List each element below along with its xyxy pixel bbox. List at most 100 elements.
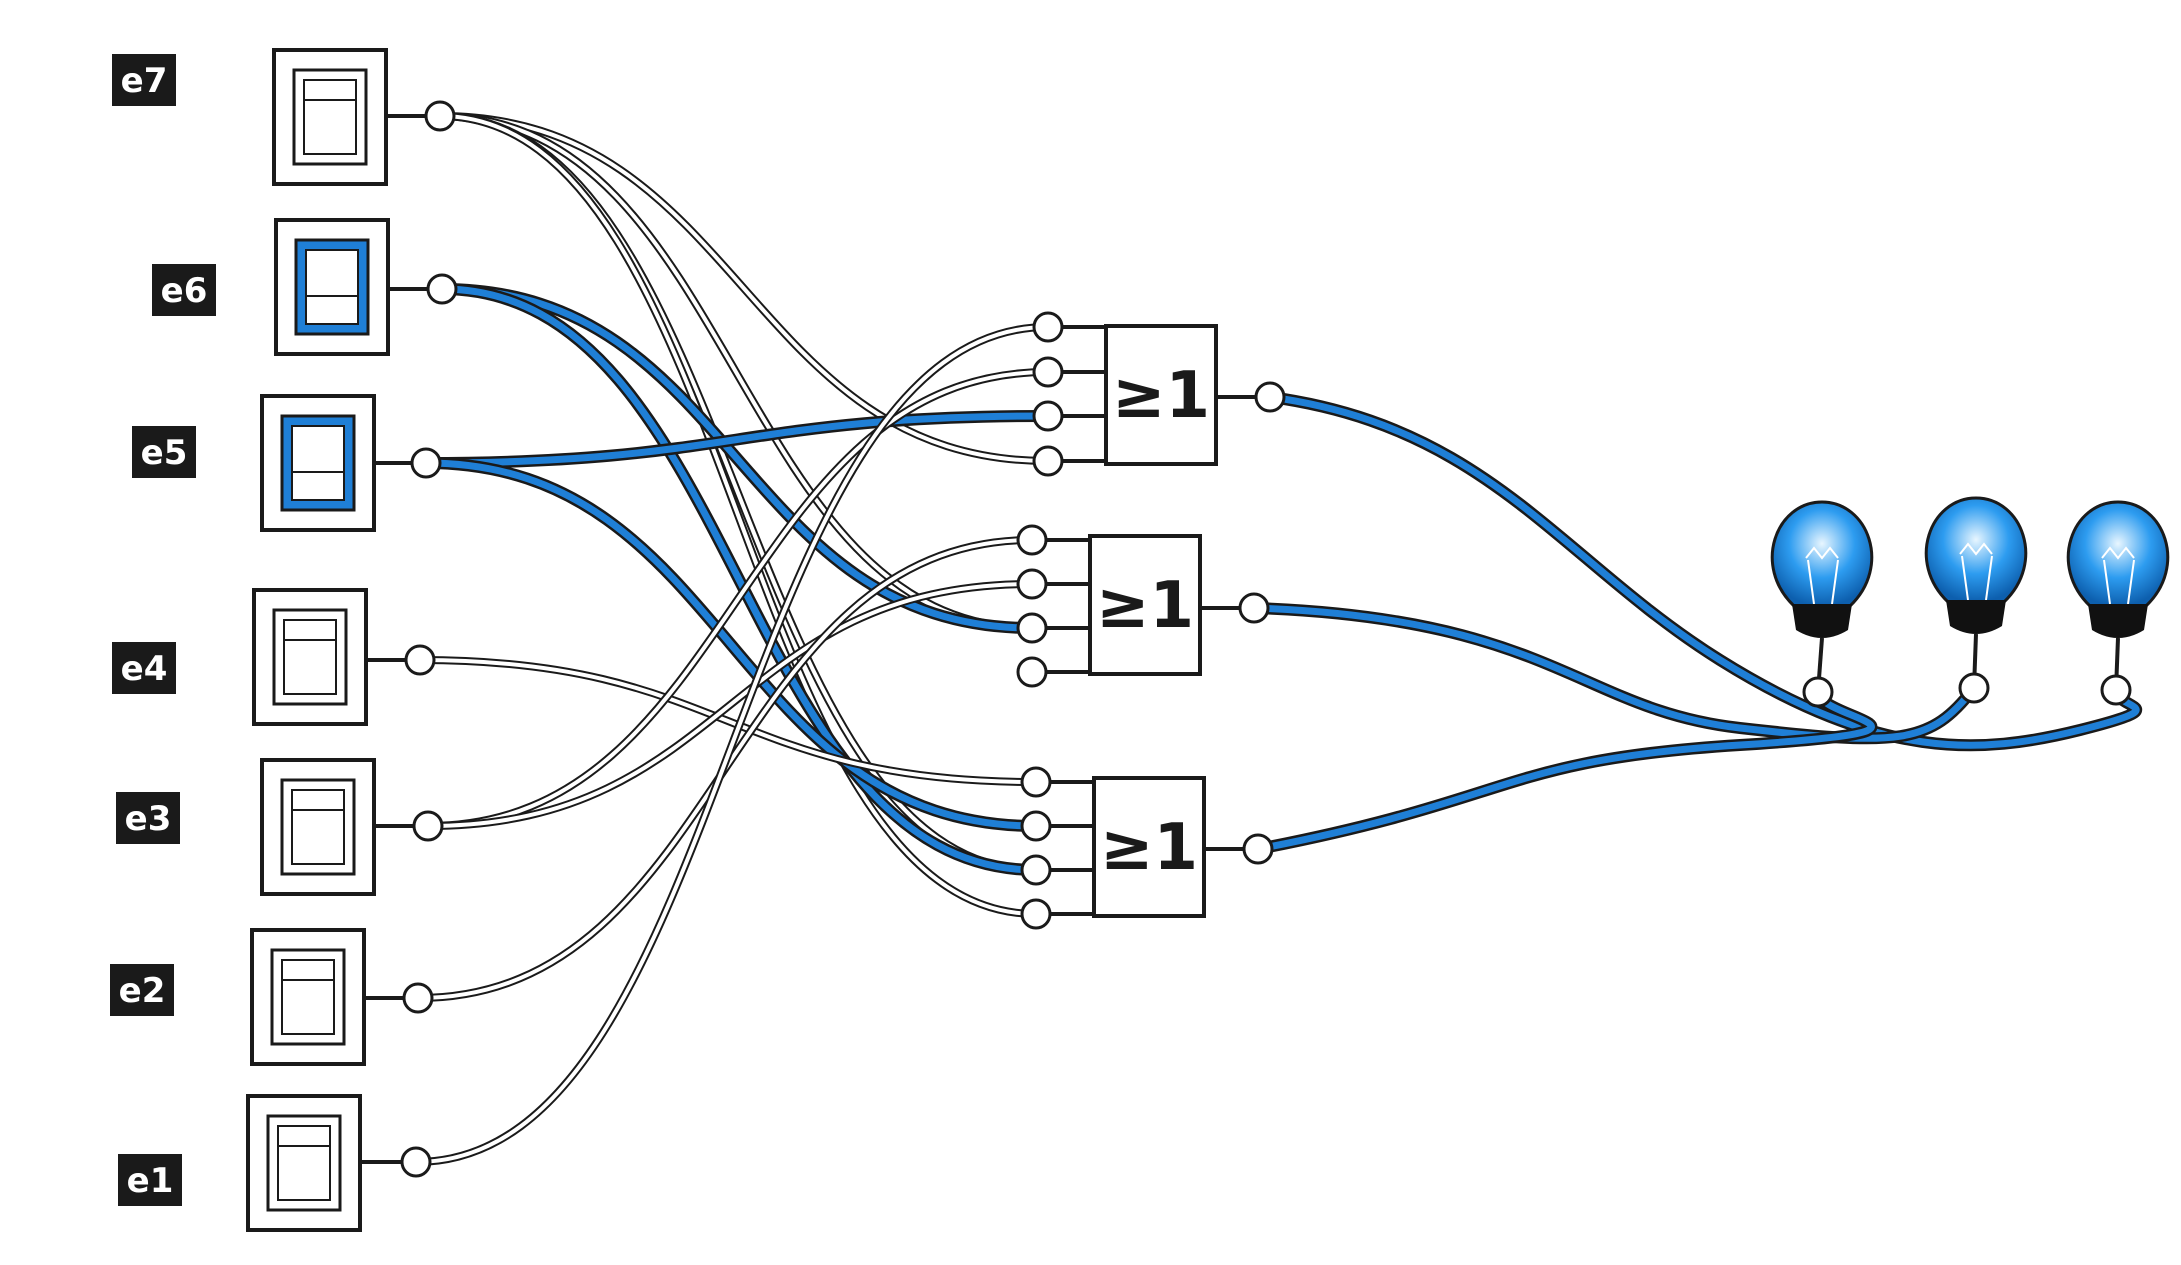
switch-e6[interactable]: e6 <box>152 218 442 356</box>
gate-symbol: ≥1 <box>1100 811 1198 885</box>
light-bulb-3 <box>2066 500 2170 691</box>
gate-input-pin[interactable] <box>1032 400 1064 432</box>
pins-layer <box>400 100 2132 1178</box>
switch-rocker[interactable] <box>303 79 357 155</box>
switch-label: e4 <box>121 649 168 689</box>
switch-e2[interactable]: e2 <box>110 928 418 1066</box>
switch-e5[interactable]: e5 <box>132 394 426 532</box>
wires-layer <box>412 112 2143 1166</box>
output-wire-gate3 <box>1252 686 1878 855</box>
gate-input-pin[interactable] <box>1016 612 1048 644</box>
gate-body <box>1104 324 1218 466</box>
wire-core <box>1266 393 2140 749</box>
wire-core <box>438 285 1040 874</box>
switch-e3[interactable]: e3 <box>116 758 428 896</box>
switch-output-pin[interactable] <box>426 273 458 305</box>
or-gate-1: ≥1 <box>1104 324 1218 466</box>
input-wire-e6-gate3 <box>436 283 1042 876</box>
gate-input-pin[interactable] <box>1020 854 1052 886</box>
switch-label-box <box>116 792 180 844</box>
wire-core <box>418 658 1038 784</box>
bulb-glass <box>2066 500 2170 608</box>
gate-body <box>1088 534 1202 676</box>
switch-label-box <box>112 54 176 106</box>
switch-label: e6 <box>161 271 208 311</box>
switch-e7[interactable]: e7 <box>112 48 440 186</box>
switch-output-pin[interactable] <box>402 982 434 1014</box>
switch-output-pin[interactable] <box>412 810 444 842</box>
switch-rocker[interactable] <box>277 1125 331 1201</box>
switch-rocker[interactable] <box>305 249 359 325</box>
switch-label-box <box>152 264 216 316</box>
wire-core <box>1250 604 1978 742</box>
gate-output-pin[interactable] <box>1254 381 1286 413</box>
gate-input-pin[interactable] <box>1016 524 1048 556</box>
wire-core <box>422 459 1040 830</box>
bulb-glass <box>1770 500 1874 608</box>
bulb-input-pin[interactable] <box>1958 672 1990 704</box>
bulb-base <box>1792 604 1852 638</box>
bulb-input-pin[interactable] <box>1802 676 1834 708</box>
input-wire-e6-gate2 <box>436 283 1038 634</box>
input-wire-e1-gate1 <box>412 323 1052 1166</box>
switch-output-pin[interactable] <box>424 100 456 132</box>
wire-core <box>438 114 1038 916</box>
switch-label-box <box>118 1154 182 1206</box>
gate-input-pin[interactable] <box>1032 311 1064 343</box>
switch-rocker[interactable] <box>281 959 335 1035</box>
gate-input-pin[interactable] <box>1020 898 1052 930</box>
wire-core <box>414 325 1050 1164</box>
switch-label-box <box>132 426 196 478</box>
wire-core <box>438 114 1050 463</box>
switch-label: e7 <box>121 61 168 101</box>
output-wire-gate1 <box>1264 391 2143 752</box>
light-bulb-1 <box>1770 500 1874 693</box>
wire-core <box>422 412 1052 467</box>
bulb-filament <box>1959 542 1993 601</box>
gate-input-pin[interactable] <box>1016 656 1048 688</box>
switch-label: e5 <box>141 433 188 473</box>
switch-label: e2 <box>119 971 166 1011</box>
input-wire-e7-gate3 <box>436 112 1040 918</box>
wire-core <box>426 370 1050 828</box>
bulb-filament <box>1805 546 1839 605</box>
input-wire-e7-gate1 <box>436 112 1052 465</box>
switch-e4[interactable]: e4 <box>112 588 420 726</box>
or-gate-3: ≥1 <box>1092 776 1206 918</box>
bulb-glass <box>1924 496 2028 604</box>
gate-input-pin[interactable] <box>1016 568 1048 600</box>
bulb-base <box>1946 600 2006 634</box>
switch-label: e1 <box>127 1161 174 1201</box>
output-wire-gate2 <box>1248 602 1980 745</box>
switch-rocker[interactable] <box>291 425 345 501</box>
bulb-filament <box>2101 546 2135 605</box>
wire-core <box>438 114 1038 872</box>
switch-label-box <box>110 964 174 1016</box>
gate-input-pin[interactable] <box>1032 445 1064 477</box>
switch-output-pin[interactable] <box>400 1146 432 1178</box>
switch-label: e3 <box>125 799 172 839</box>
gate-output-pin[interactable] <box>1238 592 1270 624</box>
gate-input-pin[interactable] <box>1020 766 1052 798</box>
switch-e1[interactable]: e1 <box>118 1094 416 1232</box>
switch-label-box <box>112 642 176 694</box>
bulb-input-pin[interactable] <box>2100 674 2132 706</box>
wire-core <box>438 285 1036 632</box>
switch-rocker[interactable] <box>283 619 337 695</box>
input-wire-e4-gate3 <box>416 656 1040 786</box>
input-wire-e3-gate2 <box>424 580 1036 830</box>
bulb-base <box>2088 604 2148 638</box>
input-wire-e3-gate1 <box>424 368 1052 830</box>
gate-output-pin[interactable] <box>1242 833 1274 865</box>
wire-core <box>1254 688 1875 853</box>
gate-symbol: ≥1 <box>1112 359 1210 433</box>
gate-input-pin[interactable] <box>1020 810 1052 842</box>
switch-rocker[interactable] <box>291 789 345 865</box>
switch-output-pin[interactable] <box>410 447 442 479</box>
input-wire-e7-gate3 <box>436 112 1040 874</box>
switch-output-pin[interactable] <box>404 644 436 676</box>
gates-layer: ≥1 ≥1 ≥1 <box>1088 324 1218 918</box>
gate-input-pin[interactable] <box>1032 356 1064 388</box>
light-bulb-2 <box>1924 496 2028 689</box>
